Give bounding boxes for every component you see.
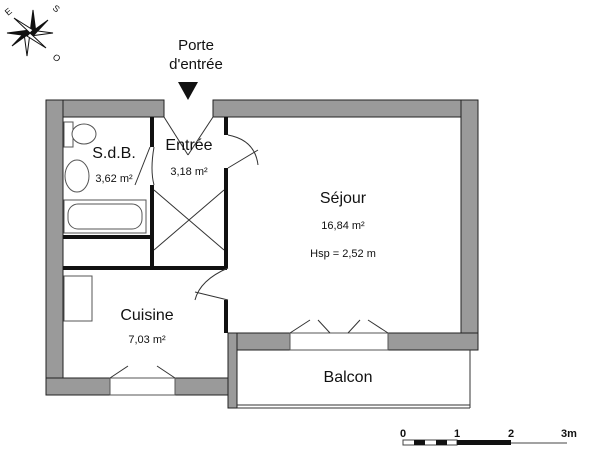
interior-walls [63,117,228,333]
room-name-balcon: Balcon [323,369,373,386]
room-area-cuisine: 7,03 m² [128,334,166,346]
scale-tick-1: 1 [453,428,461,440]
room-height-sejour: Hsp = 2,52 m [310,248,376,260]
kitchen-sink-icon [63,275,93,322]
room-name-entree: Entrée [165,137,213,154]
scale-tick-3: 3m [561,428,577,440]
room-area-sejour: 16,84 m² [321,220,365,232]
toilet-icon [71,123,97,145]
room-area-entree: 3,18 m² [170,166,208,178]
scale-bar [402,439,567,446]
sink-icon [64,159,90,193]
entrance-label-line2: d'entrée [169,56,223,73]
entrance-label: Porte d'entrée [169,36,223,74]
scale-tick-2: 2 [507,428,515,440]
bathtub-basin-icon [67,203,143,230]
room-area-sdb: 3,62 m² [95,173,133,185]
doors [109,116,471,409]
compass-rose-icon [6,9,54,57]
compass-e: E [3,6,14,18]
scale-tick-0: 0 [399,428,407,440]
entrance-label-line1: Porte [178,37,214,54]
room-name-cuisine: Cuisine [120,307,174,324]
room-name-sdb: S.d.B. [92,145,136,162]
fixtures [63,121,147,322]
room-name-sejour: Séjour [319,190,367,207]
walls [45,99,479,409]
compass-o: O [51,52,63,64]
entrance-arrow-icon [178,82,198,100]
compass-s: S [51,3,62,15]
